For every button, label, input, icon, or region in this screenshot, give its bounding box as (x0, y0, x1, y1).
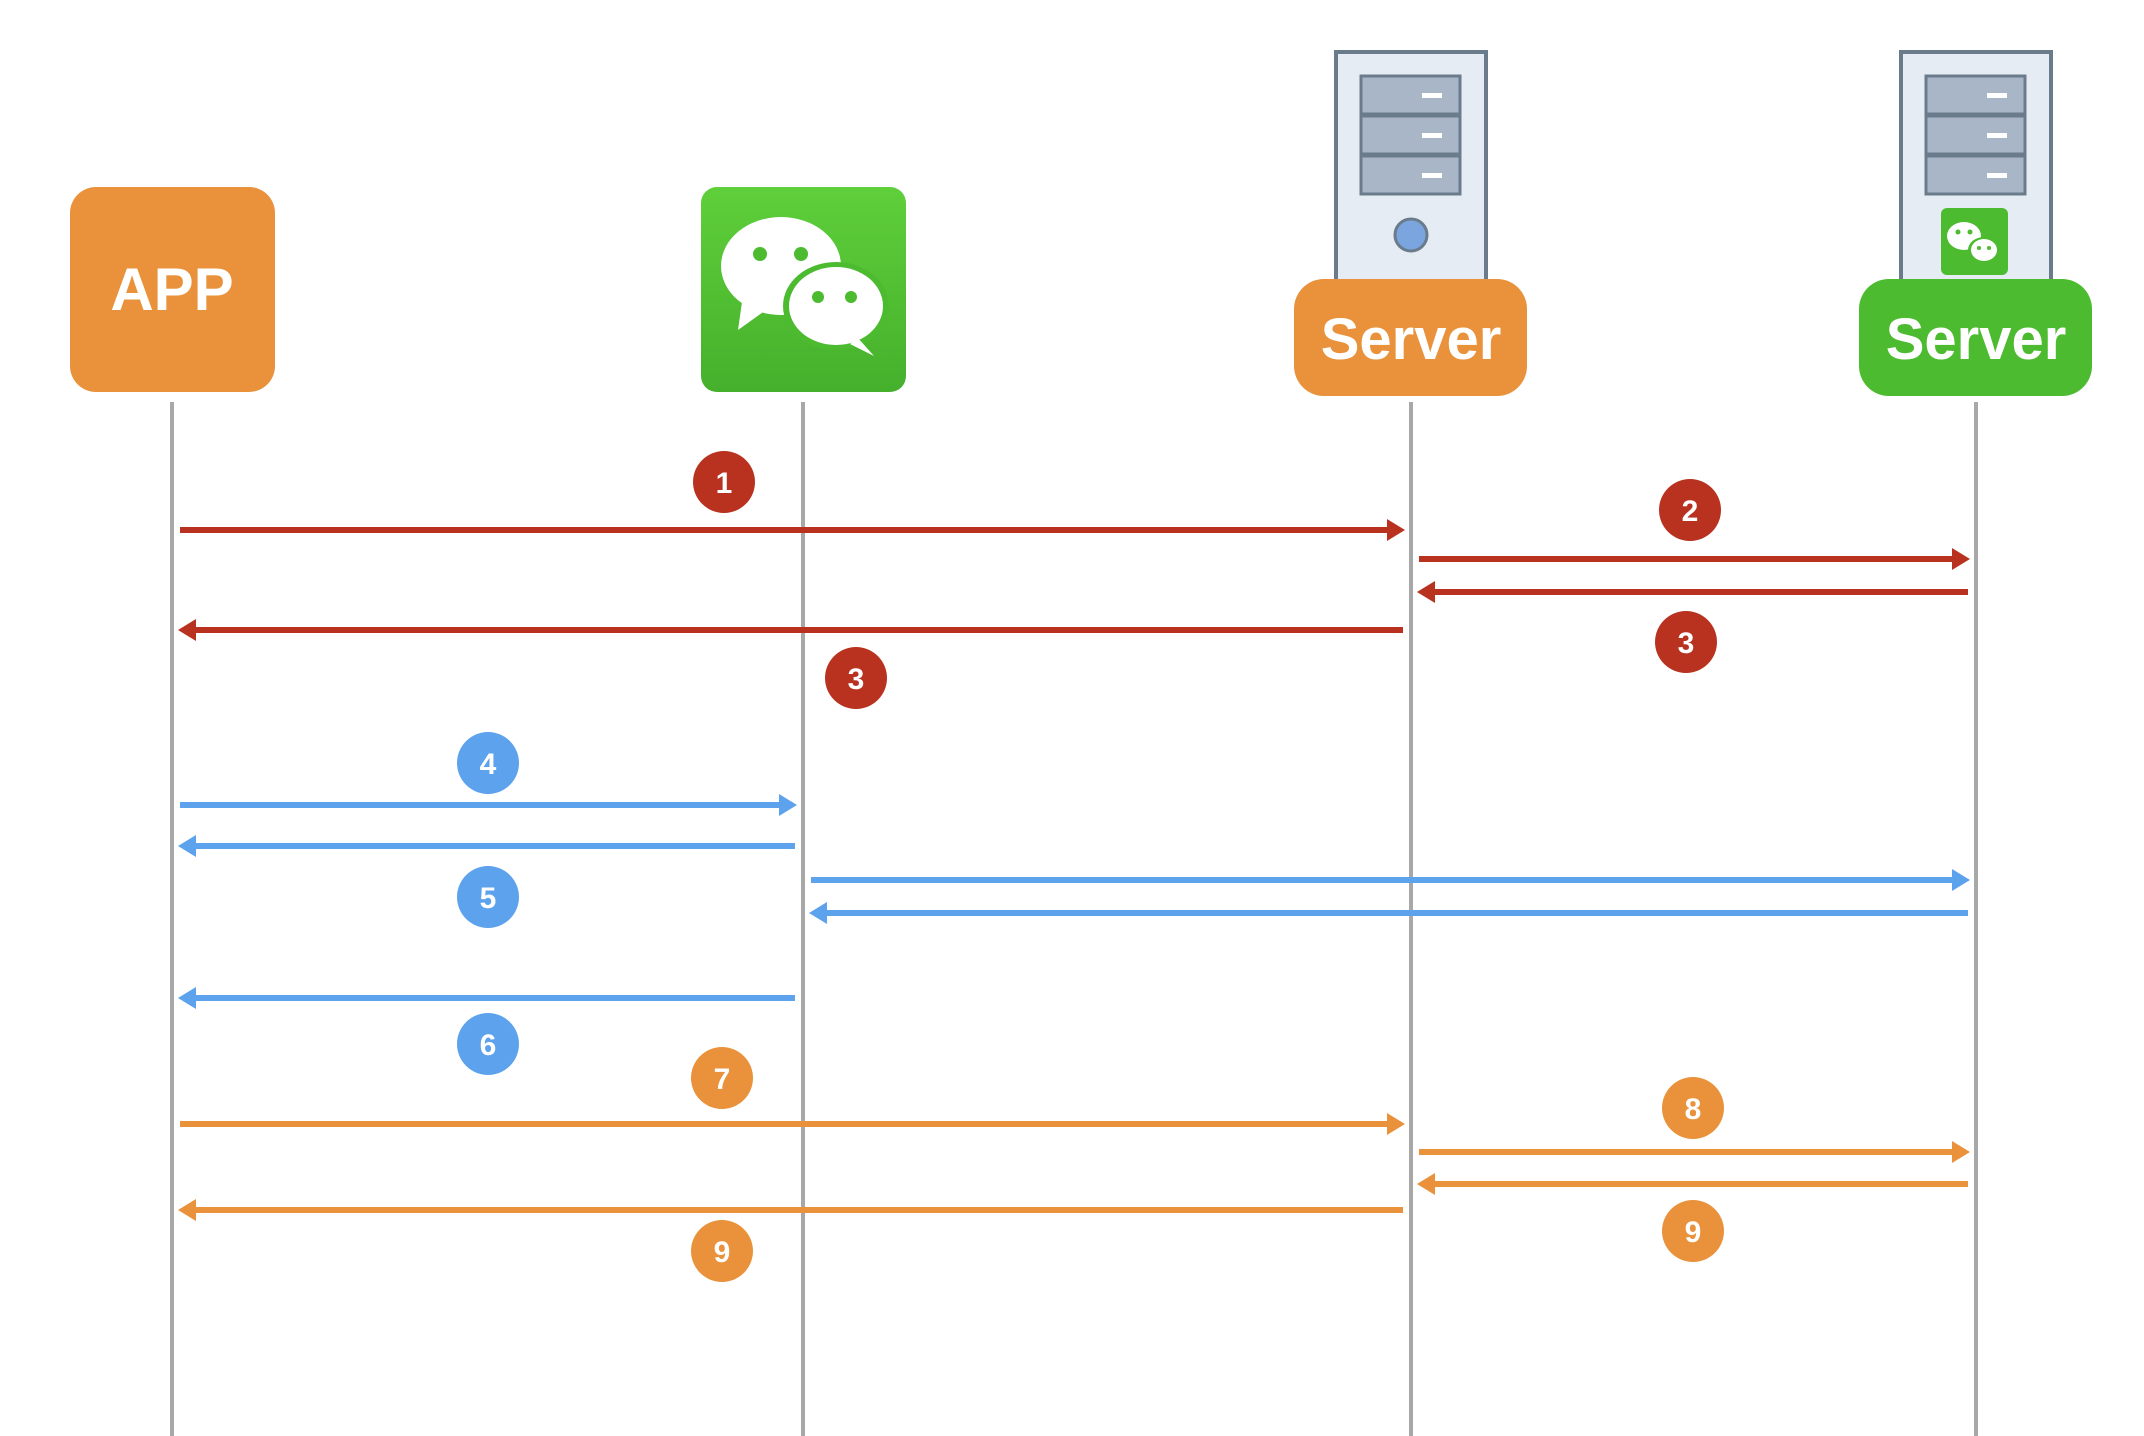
participant-wechat-server: Server (1859, 50, 2092, 396)
step-badges: 1 2 3 3 4 5 6 7 8 9 9 (457, 451, 1724, 1282)
wechat-server-box (1859, 279, 2092, 396)
step-badge-1: 1 (693, 451, 755, 513)
app-server-box (1294, 279, 1527, 396)
step-badge-9b: 9 (1662, 1200, 1724, 1262)
message-arrow (811, 869, 1970, 891)
lifelines (170, 402, 1978, 1436)
step-badge-label: 8 (1685, 1093, 1702, 1126)
step-badge-label: 9 (1685, 1216, 1702, 1249)
message-arrow (180, 1113, 1405, 1135)
message-arrow (178, 1199, 1403, 1221)
step-badge-label: 4 (480, 748, 497, 781)
step-badge-label: 6 (480, 1029, 497, 1062)
message-arrow (180, 519, 1405, 541)
wechat-logo-icon (721, 217, 889, 356)
app-server-label: Server (1321, 307, 1502, 372)
step-badge-4: 4 (457, 732, 519, 794)
participant-wechat (701, 187, 906, 392)
step-badge-8: 8 (1662, 1077, 1724, 1139)
step-badge-9a: 9 (691, 1220, 753, 1282)
participant-app: APP (70, 187, 275, 392)
app-box (70, 187, 275, 392)
step-badge-label: 5 (480, 882, 497, 915)
step-badge-label: 9 (714, 1236, 731, 1269)
wechat-server-label: Server (1886, 307, 2067, 372)
step-badge-label: 2 (1682, 495, 1699, 528)
message-arrow (178, 987, 795, 1009)
step-badge-label: 1 (716, 467, 733, 500)
message-arrow (178, 835, 795, 857)
message-arrow (1419, 1141, 1970, 1163)
step-badge-6: 6 (457, 1013, 519, 1075)
message-arrow (809, 902, 1968, 924)
step-badge-3b: 3 (825, 647, 887, 709)
step-badge-label: 7 (714, 1063, 731, 1096)
step-badge-5: 5 (457, 866, 519, 928)
step-badge-label: 3 (1678, 627, 1695, 660)
message-arrow (180, 794, 797, 816)
wechat-logo-icon (1941, 208, 2008, 275)
messages (178, 519, 1970, 1221)
server-tower-icon (1899, 50, 2053, 294)
message-arrow (178, 619, 1403, 641)
step-badge-7: 7 (691, 1047, 753, 1109)
participant-app-server: Server (1294, 50, 1527, 396)
app-label: APP (110, 256, 233, 323)
step-badge-label: 3 (848, 663, 865, 696)
step-badge-3a: 3 (1655, 611, 1717, 673)
message-arrow (1417, 581, 1968, 603)
step-badge-2: 2 (1659, 479, 1721, 541)
server-tower-icon (1334, 50, 1488, 294)
message-arrow (1419, 548, 1970, 570)
message-arrow (1417, 1173, 1968, 1195)
